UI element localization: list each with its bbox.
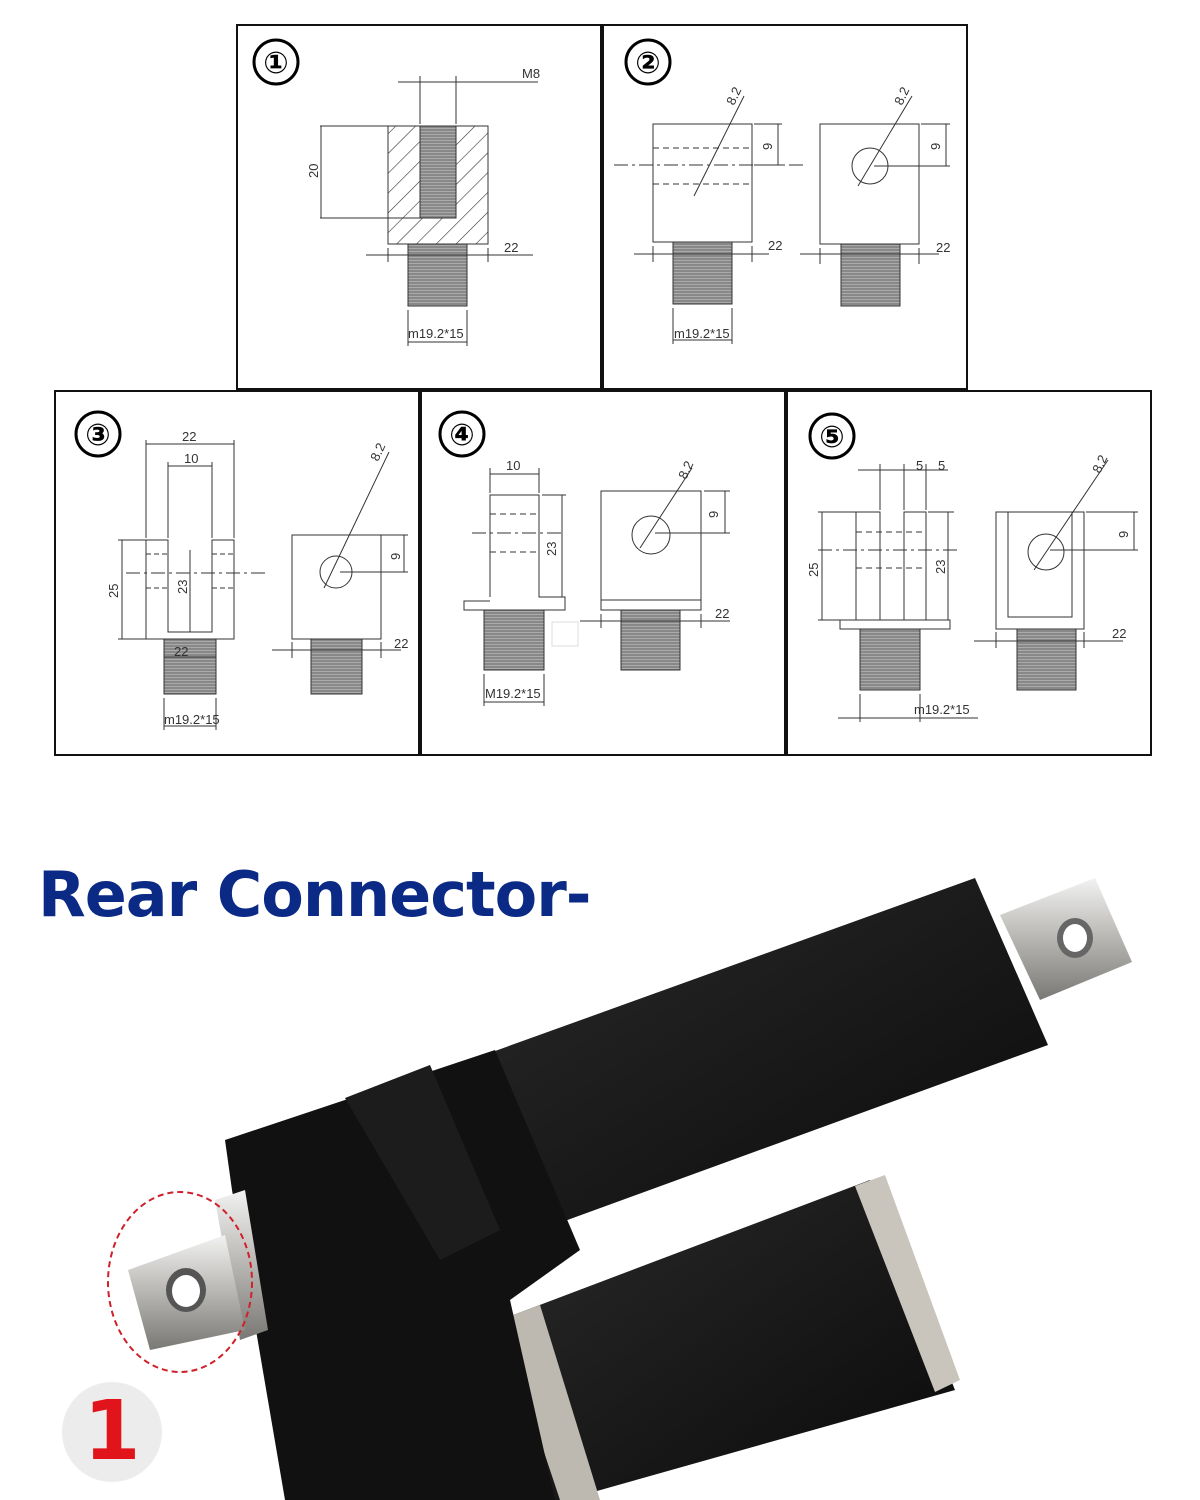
dim-label: 5: [938, 458, 945, 473]
panel-number: ③: [85, 418, 110, 453]
dim-label: 22: [174, 644, 188, 659]
panel-number-badge: [252, 38, 300, 86]
dim-label: 8.2: [367, 441, 388, 464]
dim-label: m19.2*15: [408, 326, 464, 341]
dim-label: 10: [506, 458, 520, 473]
front-rod-end: [1000, 878, 1132, 1000]
dim-label: 25: [806, 563, 821, 577]
dim-label: m19.2*15: [164, 712, 220, 727]
drawing-panel-2: ② 8.2 9 22 m19.2*15 8.2 9 22: [602, 24, 968, 390]
dim-label: 22: [504, 240, 518, 255]
panel-number: ④: [449, 418, 474, 453]
dim-label: m19.2*15: [674, 326, 730, 341]
panel-number: ⑤: [819, 420, 844, 455]
dim-label: 8.2: [891, 85, 912, 108]
dim-label: 9: [388, 553, 403, 560]
dim-label: 20: [306, 164, 321, 178]
actuator-photo: [107, 878, 1132, 1500]
drawing-panel-3: ③ 22 10 25 23 22 m19.2*15 8.2 9 22: [54, 390, 420, 756]
dim-label: 10: [184, 451, 198, 466]
dim-label: 22: [394, 636, 408, 651]
dim-label: 9: [760, 143, 775, 150]
dim-label: M19.2*15: [485, 686, 541, 701]
dim-label: M8: [522, 66, 540, 81]
dim-label: 25: [106, 584, 121, 598]
dim-label: 22: [768, 238, 782, 253]
drawing-panel-4: ④ 10 23 M19.2*15 8.2 9 22: [420, 390, 786, 756]
panel-number-badge: [624, 38, 672, 86]
panel-number-badge: [808, 412, 856, 460]
panel-number: ②: [635, 46, 660, 81]
section-heading: Rear Connector-: [38, 858, 592, 931]
drawing-panel-5: ⑤ 5 5 25 23 m19.2*15 8.2 9 22: [786, 390, 1152, 756]
outer-tube: [470, 878, 1048, 1230]
panel-number-badge: [74, 410, 122, 458]
panel-number-badge: [438, 410, 486, 458]
dim-label: 9: [706, 511, 721, 518]
dim-label: 5: [916, 458, 923, 473]
dim-label: 23: [544, 542, 559, 556]
dim-label: 9: [928, 143, 943, 150]
dim-label: 23: [933, 560, 948, 574]
dim-label: 9: [1116, 531, 1131, 538]
dim-label: 22: [936, 240, 950, 255]
dim-label: 8.2: [1089, 453, 1110, 476]
dim-label: 23: [175, 580, 190, 594]
gearbox-housing: [225, 1050, 580, 1500]
highlight-ring: [107, 1191, 253, 1373]
rear-connector: [128, 1190, 268, 1350]
dim-label: m19.2*15: [914, 702, 970, 717]
option-number-badge: 1: [62, 1382, 162, 1482]
dim-label: 22: [715, 606, 729, 621]
option-number: 1: [83, 1384, 141, 1479]
motor-can: [500, 1175, 960, 1500]
panel-number: ①: [263, 46, 288, 81]
dim-label: 8.2: [723, 85, 744, 108]
dim-label: 22: [1112, 626, 1126, 641]
drawing-panel-1: ① M8 20 22 m19.2*15: [236, 24, 602, 390]
dim-label: 8.2: [675, 459, 696, 482]
dim-label: 22: [182, 429, 196, 444]
